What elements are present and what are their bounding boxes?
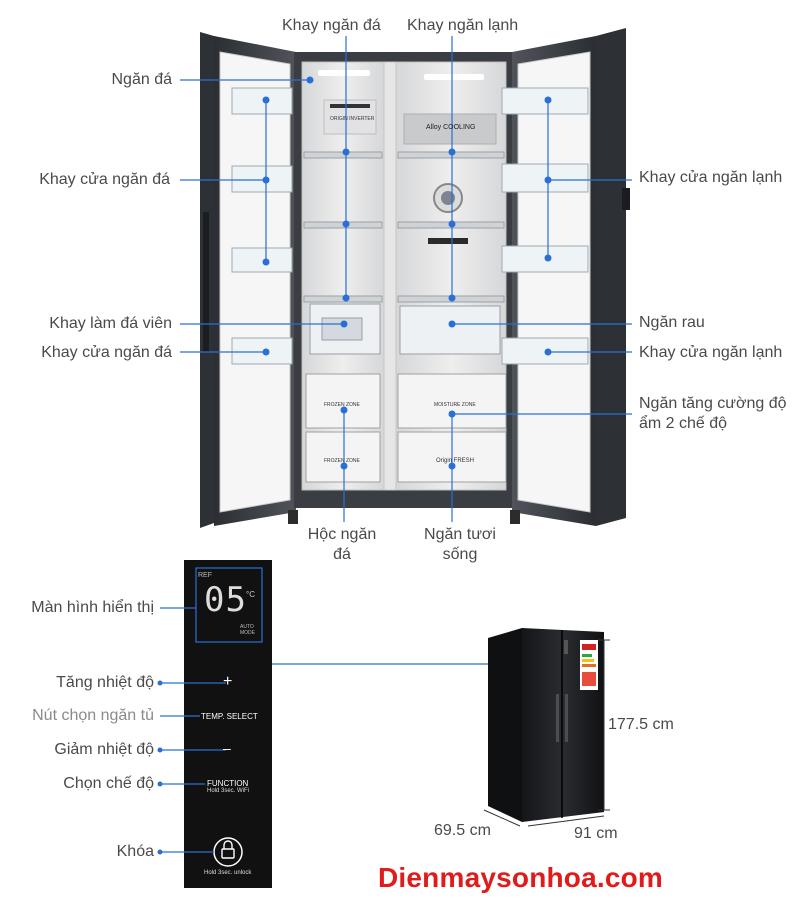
left-door-bin [231, 87, 293, 115]
left-door-liner [219, 51, 291, 513]
brand-watermark: Dienmaysonhoa.com [378, 862, 664, 893]
dimension-height: 177.5 cm [608, 716, 674, 733]
label-nut-chon-ngan-tu: Nút chọn ngăn tủ [32, 707, 154, 724]
label-ngan-tuoi-song: Ngăn tươi sống [424, 526, 496, 563]
temp-select-button[interactable]: TEMP. SELECT [201, 712, 258, 721]
right-door-bin [501, 163, 589, 193]
dimension-width: 91 cm [574, 825, 618, 842]
label-khay-cua-ngan-da-1: Khay cửa ngăn đá [39, 171, 170, 188]
lock-icon [221, 848, 235, 859]
panel-display-digits: 05 [204, 580, 247, 620]
label-khay-lam-da-vien: Khay làm đá viên [49, 315, 172, 332]
control-panel-bg [184, 560, 272, 888]
label-khay-ngan-lanh-top: Khay ngăn lạnh [407, 17, 519, 34]
interior-alloy-cooling: Alloy COOLING [426, 124, 476, 131]
interior-origin-fresh: Origin FRESH [436, 458, 475, 464]
label-khay-cua-ngan-lanh-1: Khay cửa ngăn lạnh [639, 169, 783, 186]
label-man-hinh: Màn hình hiển thị [31, 599, 154, 616]
display-frame [195, 567, 263, 643]
leader-dots [262, 76, 552, 470]
plus-button[interactable]: + [223, 673, 233, 690]
label-tang-nhiet-do: Tăng nhiệt độ [56, 674, 154, 691]
freezer-drawer [305, 431, 381, 483]
panel-unit: °C [246, 590, 255, 599]
function-button[interactable]: FUNCTION [207, 779, 249, 788]
closed-fridge [488, 628, 604, 822]
veg-drawer [399, 305, 501, 355]
interior-origin-inverter: ORIGIN INVERTER [330, 116, 375, 122]
label-hoc-ngan-da: Hộc ngăn đá [307, 526, 377, 563]
center-divider [383, 61, 397, 491]
moisture-drawer [397, 373, 507, 429]
panel-ref: REF [198, 572, 212, 579]
label-ngan-rau: Ngăn rau [639, 314, 705, 331]
label-khay-cua-ngan-da-2: Khay cửa ngăn đá [41, 344, 172, 361]
right-door-liner [517, 51, 591, 513]
panel-leader-lines [160, 607, 562, 853]
panel-mode-text: AUTO MODE [240, 624, 255, 636]
control-panel [184, 560, 272, 888]
dimension-lines [483, 639, 610, 827]
left-door-bin [231, 337, 293, 365]
lock-sub: Hold 3sec. unlock [204, 870, 252, 876]
interior-moisture-zone: MOISTURE ZONE [434, 402, 476, 408]
label-khay-cua-ngan-lanh-2: Khay cửa ngăn lạnh [639, 344, 783, 361]
interior-frozen-zone-1: FROZEN ZONE [324, 402, 360, 408]
label-khay-ngan-da-top: Khay ngăn đá [282, 17, 381, 34]
function-sub: Hold 3sec. WiFi [207, 788, 250, 794]
interior-frozen-zone-2: FROZEN ZONE [324, 458, 360, 464]
dimension-depth: 69.5 cm [434, 822, 491, 839]
left-door-handle [203, 212, 209, 352]
label-giam-nhiet-do: Giảm nhiệt độ [54, 741, 154, 758]
label-ngan-da: Ngăn đá [111, 71, 173, 88]
label-khoa: Khóa [116, 843, 154, 860]
right-door-frame [596, 28, 626, 526]
left-door-bin [231, 165, 293, 193]
label-ngan-tang-cuong: Ngăn tăng cường độ ẩm 2 chế độ [639, 395, 787, 432]
closed-fridge-side [488, 628, 522, 822]
minus-button[interactable]: – [223, 740, 231, 756]
left-door-bin [231, 247, 293, 273]
freezer-drawer [305, 373, 381, 429]
right-door-bin [501, 245, 589, 273]
label-chon-che-do: Chọn chế độ [63, 775, 154, 792]
